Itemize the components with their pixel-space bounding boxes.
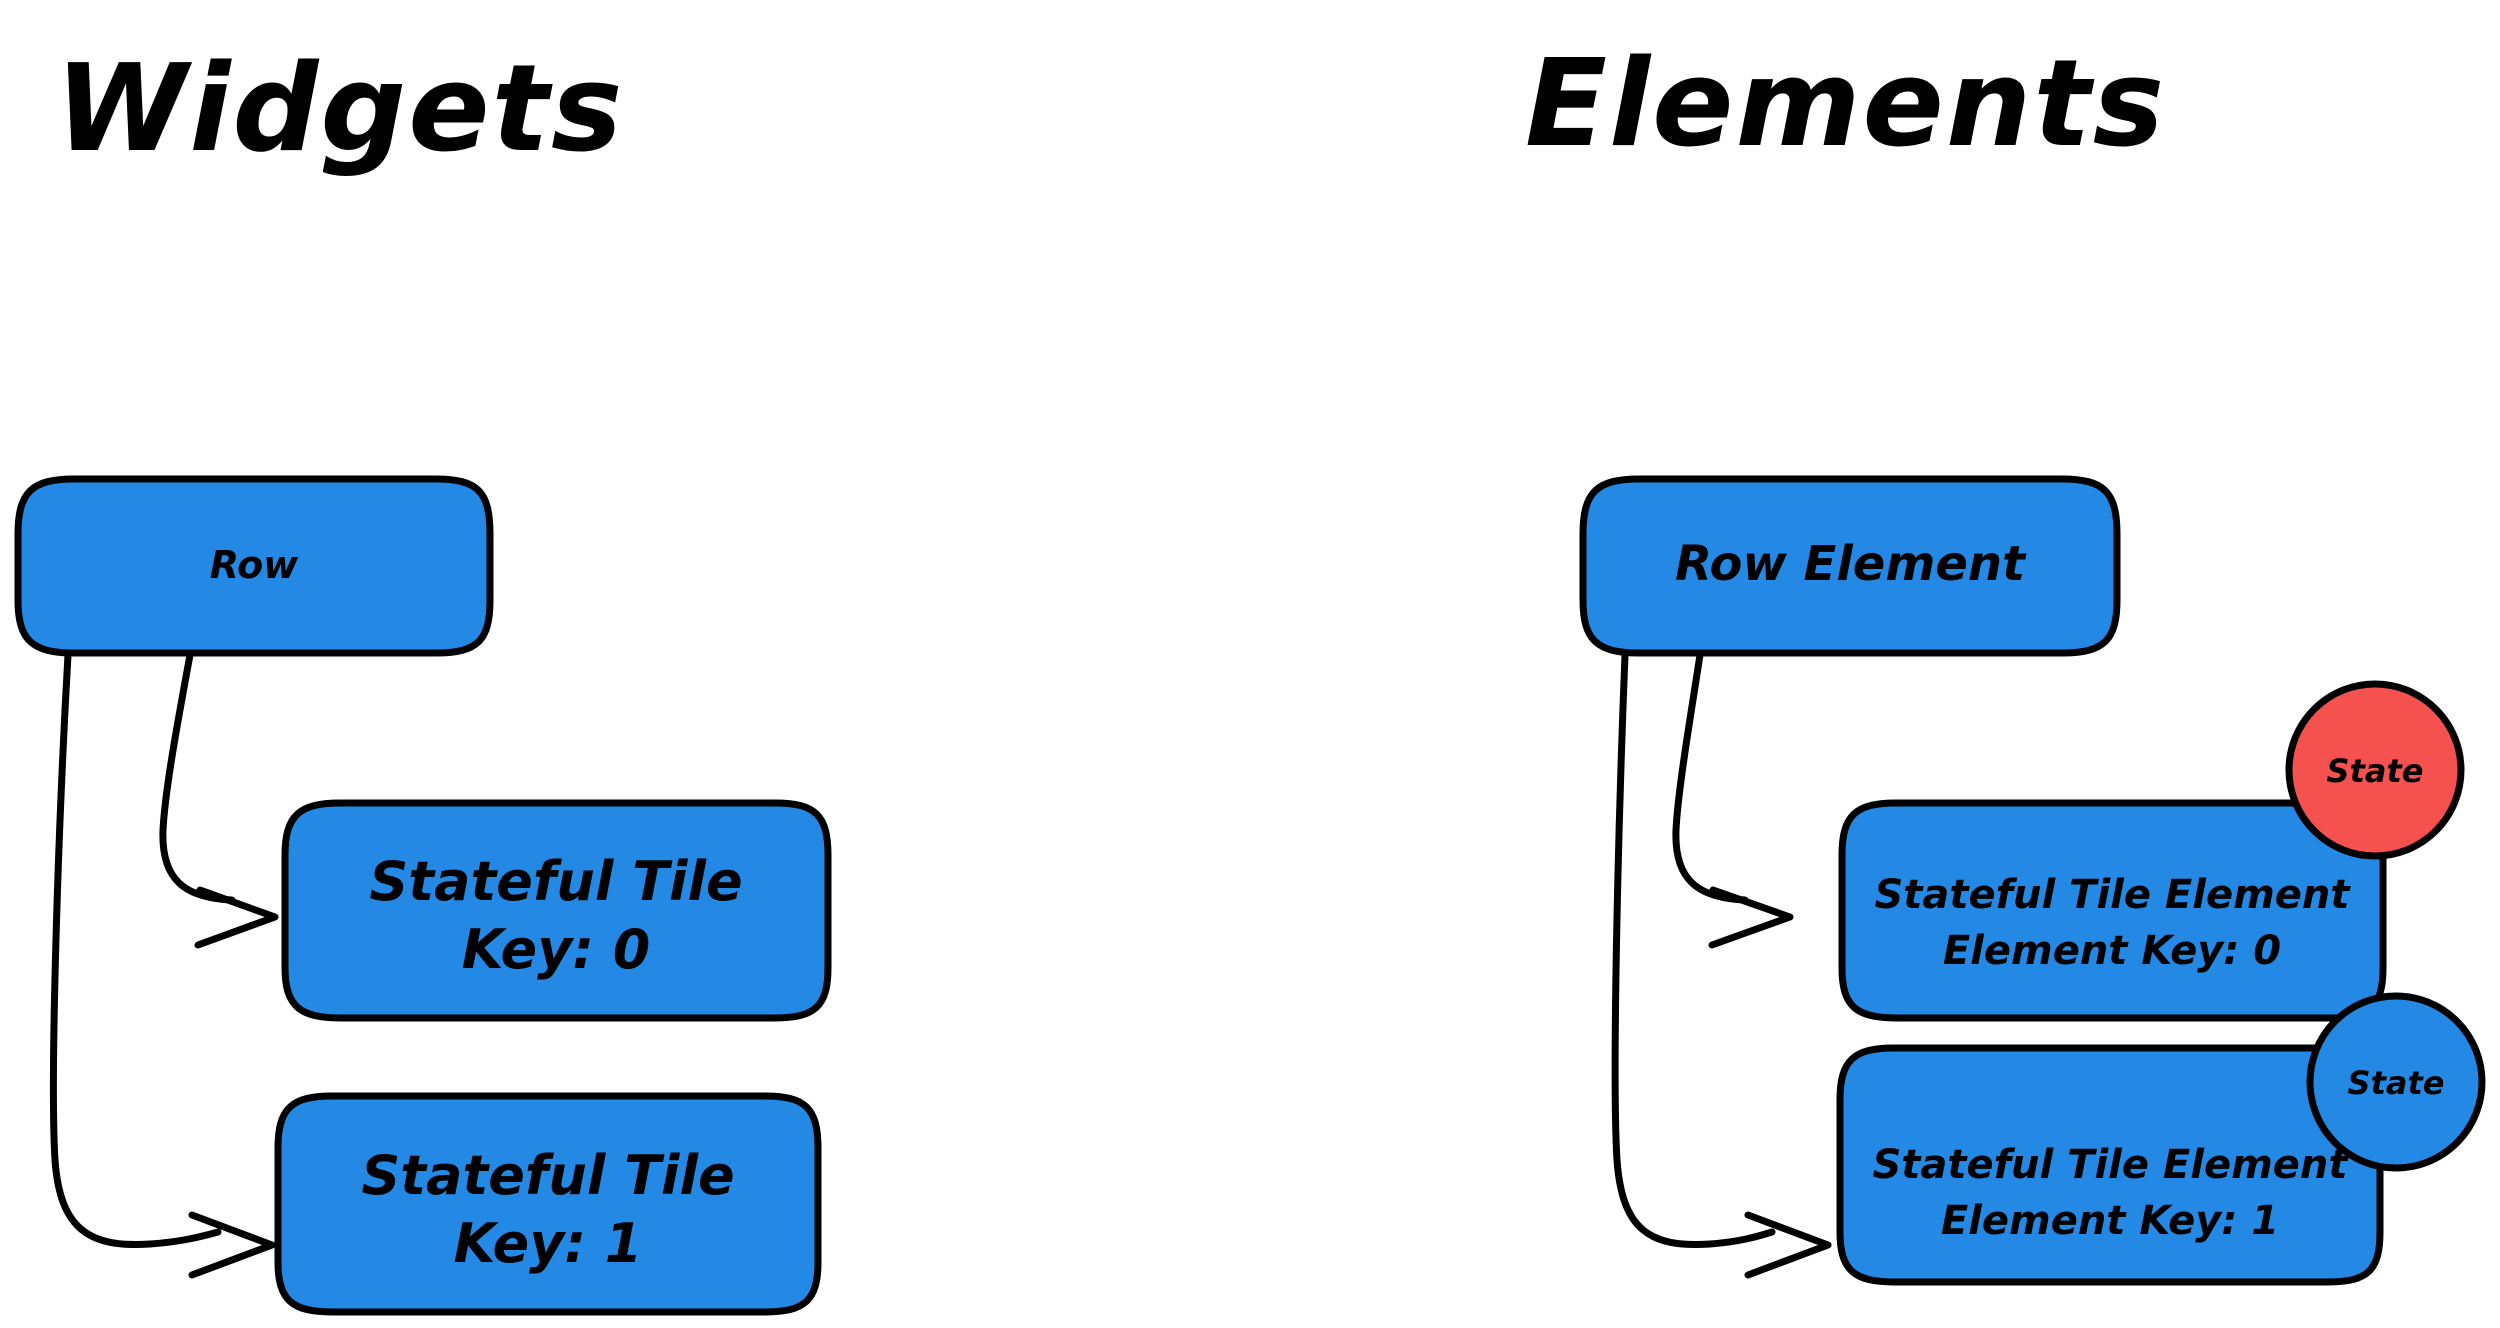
connector-rowelement-to-tileelement-0 (1672, 651, 1794, 949)
elements-column-title: Elements (1525, 35, 2166, 174)
widget-node-stateful-tile-1-line2: Key: 1 (454, 1212, 643, 1275)
element-node-stateful-tile-element-1-line2: Element Key: 1 (1941, 1198, 2279, 1244)
state-badge-1[interactable]: State (2306, 992, 2486, 1172)
state-badge-1-label: State (2348, 1064, 2445, 1102)
connector-row-to-tile-1 (49, 651, 276, 1279)
widget-node-stateful-tile-0-line1: Stateful Tile (369, 850, 742, 913)
element-node-stateful-tile-element-0-line2: Element Key: 0 (1943, 928, 2281, 974)
widget-node-stateful-tile-1[interactable]: Stateful Tile Key: 1 (274, 1092, 822, 1316)
element-node-row[interactable]: Row Element (1579, 475, 2121, 657)
connector-rowelement-to-tileelement-1 (1611, 651, 1832, 1279)
widget-node-stateful-tile-0-line2: Key: 0 (462, 918, 651, 981)
state-badge-0[interactable]: State (2285, 680, 2465, 860)
element-node-stateful-tile-element-0[interactable]: Stateful Tile Element Element Key: 0 (1838, 799, 2387, 1022)
widgets-column-title: Widgets (55, 40, 624, 179)
element-node-row-label: Row Element (1675, 536, 2027, 592)
element-node-stateful-tile-element-0-line1: Stateful Tile Element (1874, 872, 2351, 918)
element-node-stateful-tile-element-1-line1: Stateful Tile Element (1872, 1142, 2349, 1188)
widget-node-stateful-tile-0[interactable]: Stateful Tile Key: 0 (281, 799, 832, 1022)
connector-row-to-tile-0 (159, 651, 279, 949)
widget-node-row[interactable]: Row (14, 475, 494, 657)
widget-node-row-label: Row (210, 543, 299, 587)
element-node-stateful-tile-element-1[interactable]: Stateful Tile Element Element Key: 1 (1836, 1044, 2384, 1286)
state-badge-0-label: State (2327, 752, 2424, 790)
widget-node-stateful-tile-1-line1: Stateful Tile (361, 1144, 734, 1207)
